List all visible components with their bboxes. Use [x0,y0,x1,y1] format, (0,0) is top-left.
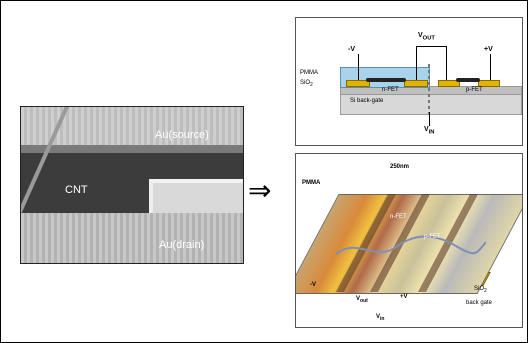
label-vout: VOUT [418,32,435,42]
device-3d-diagram: 250nm PMMA n-FET p-FET -V Vout +V Vin Si… [295,153,523,328]
label-plus-v: +V [484,46,493,53]
sem-micrograph: Au(source) CNT Au(drain) [20,106,244,264]
nanotube-p [456,78,480,82]
label-vout-3d: Vout [356,296,368,305]
label-pmma-3d: PMMA [302,180,321,186]
label-sio2: SiO2 [300,80,313,89]
lead-vout-bridge [416,46,447,47]
lead-vout-left [416,46,417,80]
label-nfet: n-FET [382,87,399,93]
label-minus-v-3d: -V [310,282,316,288]
drain-electrode [21,213,243,263]
implies-arrow-icon: ⇒ [248,174,272,207]
label-250nm: 250nm [390,164,410,170]
label-vin: VIN [424,126,435,136]
break-line [428,64,430,116]
cross-section-diagram: -V VOUT +V PMMA SiO2 n-FET p-FET Si back… [295,17,523,146]
electrode-4 [478,80,500,87]
label-au-source: Au(source) [155,129,209,141]
label-nfet-3d: n-FET [390,214,407,220]
electrode-1 [346,80,370,87]
label-pfet-3d: p-FET [424,234,441,240]
label-pfet: p-FET [466,87,483,93]
label-plus-v-3d: +V [400,294,408,300]
label-minus-v: -V [348,46,355,53]
label-vin-3d: Vin [376,314,385,323]
label-sio2-3d: SiO2 [474,286,487,295]
lead-plus-v [490,54,491,80]
lead-vout-right [446,46,447,80]
electrode-2 [404,80,428,87]
nanotube-wave [336,235,486,255]
label-cnt: CNT [65,184,88,196]
lead-minus-v [358,54,359,80]
label-si-back-gate: Si back-gate [350,98,384,104]
lead-vin [429,112,430,126]
label-au-drain: Au(drain) [159,239,205,251]
label-back-gate-3d: back gate [466,300,493,306]
electrode-3 [438,80,460,87]
sio2-layer [340,86,522,95]
si-back-gate-layer [340,93,522,115]
label-pmma: PMMA [300,70,318,76]
nanotube-n [366,78,406,82]
